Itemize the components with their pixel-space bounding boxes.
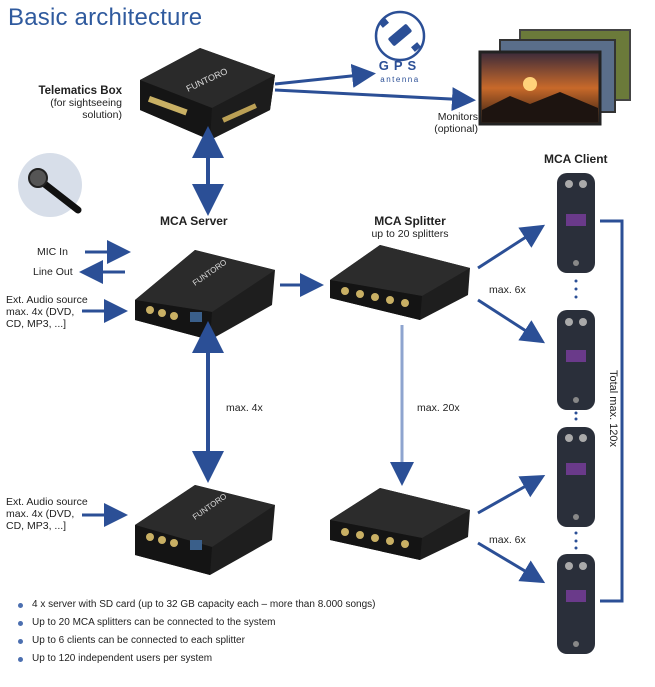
- client-max-label-bottom: max. 6x: [489, 534, 526, 546]
- mca-splitter-label: MCA Splitter up to 20 splitters: [371, 214, 449, 240]
- list-item: Up to 120 independent users per system: [18, 650, 376, 668]
- mca-server-image-2: [135, 485, 275, 575]
- bullet-icon: [18, 638, 23, 644]
- mca-server-image: [135, 250, 275, 340]
- total-label: Total max. 120x: [607, 370, 619, 448]
- mca-client-3: [557, 427, 595, 527]
- mic-in-label: MIC In: [37, 246, 68, 258]
- list-item: 4 x server with SD card (up to 32 GB cap…: [18, 596, 376, 614]
- mca-client-label: MCA Client: [544, 152, 608, 166]
- bullet-icon: [18, 620, 23, 626]
- gps-label: GPS antenna: [378, 58, 422, 84]
- line-out-label: Line Out: [33, 266, 73, 278]
- telematics-box-image: [140, 48, 275, 140]
- gps-icon: [374, 10, 426, 62]
- server-max-label: max. 4x: [226, 402, 263, 414]
- arrow-to-monitors: [274, 87, 476, 112]
- mca-client-4: [557, 554, 595, 654]
- mca-client-2: [557, 310, 595, 410]
- arrow-to-gps: [274, 63, 376, 88]
- client-max-label-top: max. 6x: [489, 284, 526, 296]
- monitors-label: Monitors(optional): [434, 111, 478, 135]
- telematics-label: Telematics Box (for sightseeing solution…: [38, 85, 122, 121]
- arrow-splitter-client-2: [477, 298, 546, 344]
- arrow-splitter-client-1: [477, 224, 546, 270]
- feature-list: 4 x server with SD card (up to 32 GB cap…: [18, 596, 376, 668]
- bullet-icon: [18, 656, 23, 662]
- mca-client-1: [557, 173, 595, 273]
- arrow-splitter-client-4: [477, 541, 546, 584]
- list-item: Up to 6 clients can be connected to each…: [18, 632, 376, 650]
- mca-splitter-image-2: [330, 488, 470, 560]
- client-dots: [574, 279, 578, 550]
- monitors-image: [478, 29, 631, 126]
- bullet-icon: [18, 602, 23, 608]
- microphone-icon: [18, 153, 82, 217]
- arrow-splitter-client-3: [477, 475, 546, 515]
- list-item: Up to 20 MCA splitters can be connected …: [18, 614, 376, 632]
- mca-server-label: MCA Server: [160, 214, 228, 228]
- total-bracket: [600, 219, 624, 603]
- mca-splitter-image: [330, 245, 470, 320]
- splitter-max-label: max. 20x: [417, 402, 460, 414]
- page-title: Basic architecture: [8, 4, 203, 31]
